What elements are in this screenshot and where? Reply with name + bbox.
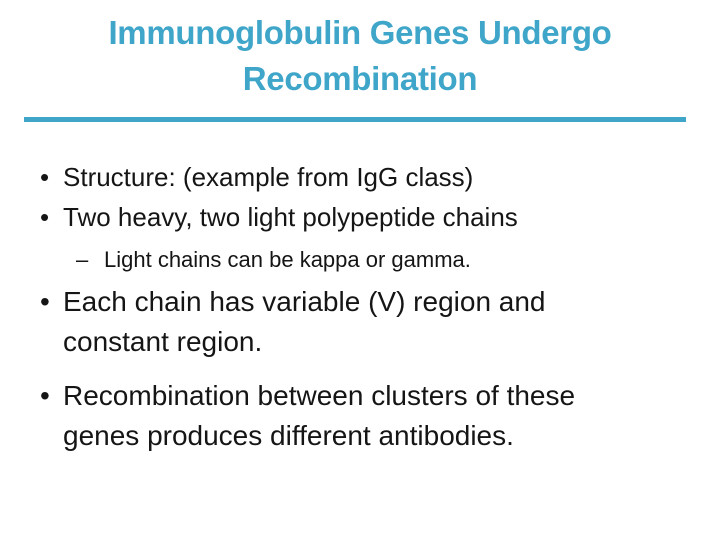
slide-title: Immunoglobulin Genes Undergo Recombinati… [108, 14, 612, 97]
bullet-text: Each chain has variable (V) region and c… [63, 286, 546, 357]
bullet-dot-icon: • [40, 380, 50, 411]
bullet-dot-icon: • [40, 286, 50, 317]
bullet-text: Recombination between clusters of these … [63, 380, 576, 451]
bullet-item-recombination: • Recombination between clusters of thes… [0, 376, 720, 456]
dash-marker-icon: – [76, 247, 89, 272]
sub-bullet-item-light-chains: – Light chains can be kappa or gamma. [0, 245, 720, 275]
sub-bullet-text: Light chains can be kappa or gamma. [104, 247, 471, 272]
bullet-list: • Structure: (example from IgG class) • … [0, 158, 720, 456]
bullet-item-chains: • Two heavy, two light polypeptide chain… [0, 198, 720, 236]
bullet-dot-icon: • [40, 162, 50, 192]
bullet-dot-icon: • [40, 202, 50, 232]
title-underline-rule [24, 117, 686, 122]
bullet-item-structure: • Structure: (example from IgG class) [0, 158, 720, 196]
bullet-text: Structure: (example from IgG class) [63, 162, 474, 192]
bullet-item-regions: • Each chain has variable (V) region and… [0, 282, 720, 362]
bullet-text: Two heavy, two light polypeptide chains [63, 202, 518, 232]
